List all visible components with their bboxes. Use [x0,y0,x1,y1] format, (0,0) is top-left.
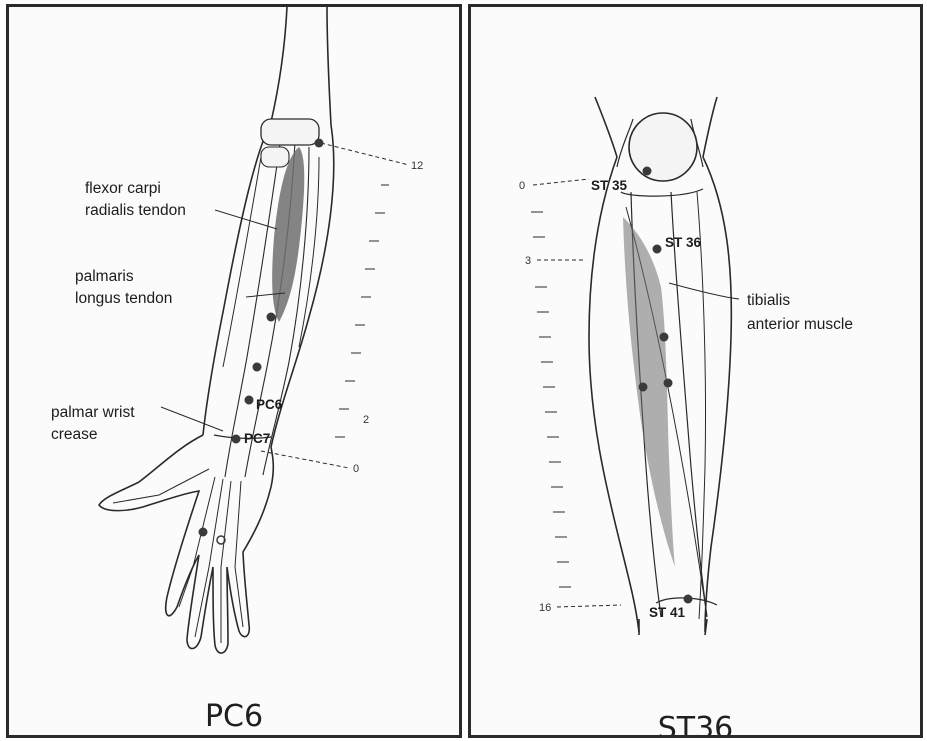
label-flexor-carpi-1: flexor carpi [85,180,161,197]
point-label-pc7: PC7 [244,431,270,446]
cun-scale-leg [533,179,621,607]
thigh-outline-left [595,97,617,157]
label-tibialis-2: anterior muscle [747,316,853,333]
leg-outline-medial [703,157,731,632]
point-label-st36: ST 36 [665,235,702,250]
scale-label-16-leg: 16 [539,602,551,614]
st36-panel: ST 35 ST 36 ST 41 tibialis anterior musc… [468,4,923,738]
thigh-outline-right [703,97,717,157]
forearm-illustration: flexor carpi radialis tendon palmaris lo… [9,7,459,735]
scale-label-12: 12 [411,160,423,172]
scale-label-3-leg: 3 [525,255,531,267]
label-tibialis-1: tibialis [747,292,790,309]
panel-caption-pc6: PC6 [9,699,459,734]
tibialis-anterior-muscle [623,217,675,567]
forearm-outline-radial [203,122,271,435]
scale-label-2: 2 [363,414,369,426]
point-label-st41: ST 41 [649,605,686,620]
scale-ticks [335,185,389,437]
leg-illustration: ST 35 ST 36 ST 41 tibialis anterior musc… [471,7,920,735]
point-label-pc6: PC6 [256,397,283,412]
panel-caption-st36: ST36 [471,711,920,738]
label-wrist-crease-2: crease [51,426,98,443]
point-label-st35: ST 35 [591,178,628,193]
scale-ticks-leg [531,212,571,587]
label-palmaris-2: longus tendon [75,290,172,307]
label-palmaris-1: palmaris [75,268,134,285]
upper-arm-outline-right [327,7,331,125]
label-wrist-crease-1: palmar wrist [51,404,135,421]
scale-label-0: 0 [353,463,359,475]
pc6-panel: flexor carpi radialis tendon palmaris lo… [6,4,462,738]
scale-label-0-leg: 0 [519,180,525,192]
label-flexor-carpi-2: radialis tendon [85,202,186,219]
upper-arm-outline-left [271,7,287,122]
patella [629,113,697,181]
